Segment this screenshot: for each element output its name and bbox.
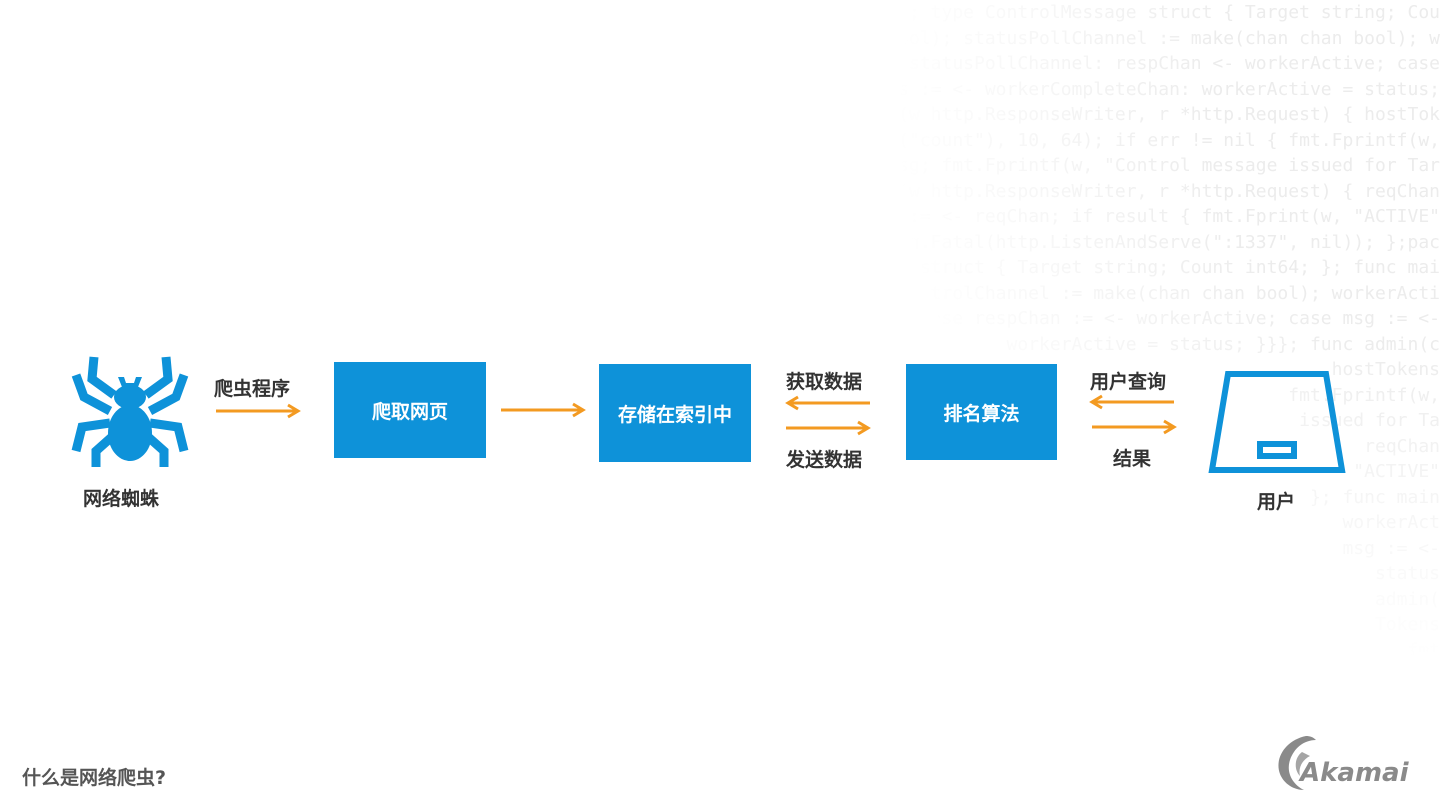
get-data-label: 获取数据 (786, 371, 863, 393)
background-code-line: ttp.HandleFunc("/admin", func(w http.Res… (583, 104, 1440, 125)
background-code-line: log.Fatal(http.ListenAndServe(":1337", n… (887, 231, 1440, 253)
arrow-right-2 (501, 402, 586, 418)
background-code-line: controlChannel := make(chan chan bool); … (898, 282, 1440, 304)
spider-label: 网络蜘蛛 (83, 488, 160, 510)
crawler-program-label: 爬虫程序 (214, 378, 291, 400)
background-code-line: select { case respChan := <- statusPollC… (594, 53, 1440, 74)
background-code-line: Channel := make(chan bool); statusPollCh… (659, 27, 1440, 49)
background-code-line: workerActive = status; case status := <-… (540, 78, 1440, 100)
background-code-line: select { case respChan := <- workerActiv… (822, 308, 1440, 329)
user-label: 用户 (1257, 491, 1296, 513)
background-code-line: status (1374, 563, 1440, 584)
spider-icon (71, 356, 189, 467)
user-query-label: 用户查询 (1090, 371, 1167, 393)
background-code-line: HandleFunc("/status",func(w http.Respons… (627, 180, 1440, 202)
background-code-line: }; func main (1309, 486, 1440, 508)
background-code-line: for (1407, 665, 1440, 686)
background-code-line: result := <- reqChan; if result { fmt.Fp… (833, 206, 1440, 227)
background-code-line: fmt (1407, 639, 1440, 661)
background-code-line: workerAct (1342, 512, 1440, 533)
store-index-box: 存储在索引中 (599, 364, 751, 462)
background-code-line: Tokens (1374, 614, 1440, 635)
background-code-line: ControlMessage struct { Target string; C… (757, 257, 1440, 278)
send-data-label: 发送数据 (786, 449, 863, 471)
arrow-left-get-data (785, 395, 870, 411)
background-code-line: controlChannel <- msg; fmt.Fprintf(w, "C… (692, 155, 1440, 176)
akamai-logo-icon: Akamai (1272, 732, 1422, 792)
background-code-line: strconv.ParseInt(r.FormValue("count"), 1… (594, 129, 1440, 151)
background-code-line: ssage", "string", "time" ); type Control… (627, 2, 1440, 23)
laptop-icon (1208, 371, 1346, 473)
arrow-right-1 (216, 403, 301, 419)
arrow-right-send-data (786, 420, 871, 436)
result-label: 结果 (1113, 448, 1152, 470)
page-caption: 什么是网络爬虫? (22, 767, 167, 789)
arrow-left-user-query (1089, 394, 1174, 410)
background-code-line: admin( (1374, 588, 1440, 610)
background-code-line: workerActive = status; }}}; func admin(c (1006, 333, 1440, 355)
background-code-line: msg := <- (1342, 537, 1440, 559)
crawl-pages-box: 爬取网页 (334, 362, 486, 458)
ranking-algorithm-box: 排名算法 (906, 364, 1057, 460)
svg-text:Akamai: Akamai (1298, 758, 1410, 788)
arrow-right-result (1092, 419, 1177, 435)
